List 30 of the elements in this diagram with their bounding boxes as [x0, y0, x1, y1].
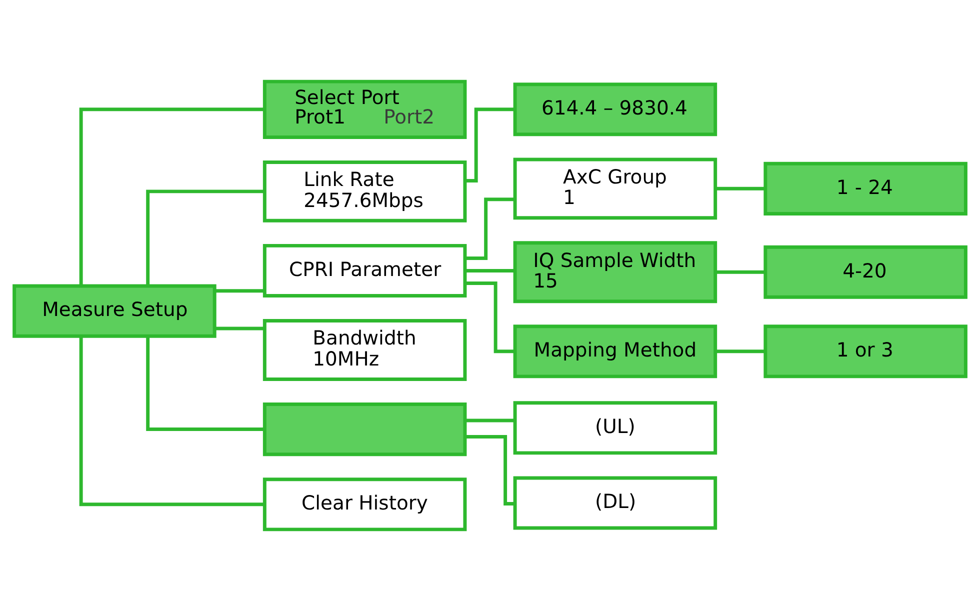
node-box: 1 - 24 [764, 162, 968, 216]
connector [465, 418, 515, 422]
node-box: AxC Group 1 [513, 158, 718, 220]
connector [79, 108, 264, 286]
node-box: (DL) [513, 476, 718, 530]
connector [465, 268, 515, 272]
connector [146, 190, 265, 286]
connector [79, 336, 264, 506]
node-box: Bandwidth 10MHz [262, 319, 467, 381]
node-box: 1 or 3 [764, 324, 968, 378]
node-box: Select Port Prot1 Port2 [262, 80, 467, 139]
node-box: (UL) [513, 401, 718, 455]
connector [146, 336, 265, 432]
node-box: Link Rate 2457.6Mbps [262, 160, 467, 222]
connector [716, 270, 766, 274]
node-box: Clear History [262, 478, 467, 532]
node-box: IQ Sample Width 15 [513, 241, 718, 304]
connector [465, 198, 515, 260]
node-box [262, 402, 467, 456]
node-box: CPRI Parameter [262, 244, 467, 298]
connector [716, 186, 766, 190]
connector [465, 434, 515, 506]
connector [214, 326, 264, 330]
connector [465, 108, 515, 183]
node-box: Measure Setup [12, 284, 216, 338]
connector [214, 289, 264, 293]
node-box: 614.4 – 9830.4 [513, 82, 718, 136]
node-box: 4-20 [764, 245, 968, 299]
node-box: Mapping Method [513, 324, 718, 378]
connector [716, 350, 766, 354]
